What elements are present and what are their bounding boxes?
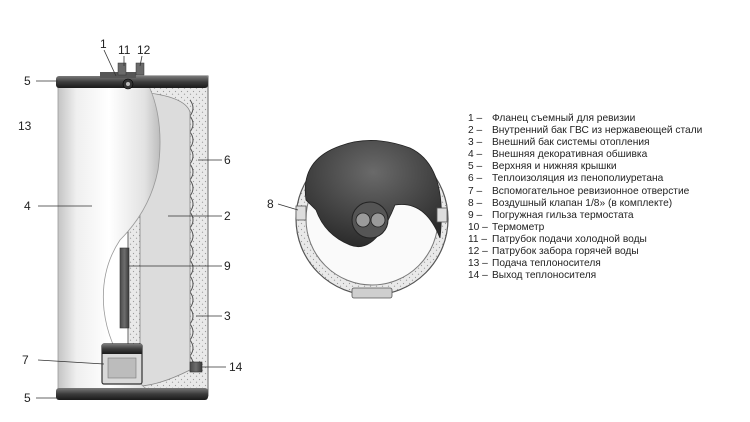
callout-5-bottom: 5 <box>24 391 31 405</box>
legend-item: 2 –Внутренний бак ГВС из нержавеющей ста… <box>468 125 703 137</box>
top-view <box>295 140 449 299</box>
cold-water-pipe <box>117 62 127 76</box>
callout-4: 4 <box>24 199 31 213</box>
callout-1: 1 <box>100 37 107 51</box>
legend-item: 14 –Выход теплоносителя <box>468 270 597 282</box>
callout-8: 8 <box>267 197 274 211</box>
callout-14: 14 <box>229 360 243 374</box>
legend-item: 1 –Фланец съемный для ревизии <box>468 113 636 124</box>
air-valve <box>295 205 307 221</box>
legend-item: 8 –Воздушный клапан 1/8» (в комплекте) <box>468 197 673 209</box>
legend-item: 12 –Патрубок забора горячей воды <box>468 246 639 258</box>
callout-11: 11 <box>118 43 131 57</box>
callout-13: 13 <box>18 119 32 133</box>
callout-labels: 1 11 12 5 13 4 6 2 9 3 7 14 5 8 <box>18 37 274 405</box>
legend-item: 7 –Вспомогательное ревизионное отверстие <box>468 185 690 197</box>
legend-item: 13 –Подача теплоносителя <box>468 258 601 270</box>
top-view-fitting-right <box>370 212 386 228</box>
legend-item: 6 –Теплоизоляция из пенополиуретана <box>468 173 664 185</box>
leader-lines <box>36 49 299 399</box>
top-view-cutaway <box>304 140 442 247</box>
outer-tank-wall <box>189 99 194 373</box>
legend-item: 5 –Верхняя и нижняя крышки <box>468 161 617 173</box>
legend-item: 10 –Термометр <box>468 221 545 233</box>
callout-2: 2 <box>224 209 231 223</box>
legend-item: 3 –Внешний бак системы отопления <box>468 137 650 149</box>
callout-6: 6 <box>224 153 231 167</box>
top-view-bottom-hatch <box>351 287 393 299</box>
parts-legend: 1 –Фланец съемный для ревизии 2 –Внутрен… <box>468 113 748 282</box>
callout-3: 3 <box>224 309 231 323</box>
callout-9: 9 <box>224 259 231 273</box>
legend-item: 4 –Внешняя декоративная обшивка <box>468 149 648 161</box>
thermostat-well <box>119 247 130 329</box>
legend-item: 9 –Погружная гильза термостата <box>468 209 634 221</box>
legend-item: 11 –Патрубок подачи холодной воды <box>468 233 647 245</box>
side-view <box>56 62 209 400</box>
callout-7: 7 <box>22 353 29 367</box>
heating-outlet-pipe <box>189 361 203 373</box>
hot-water-pipe <box>135 62 145 76</box>
callout-5-top: 5 <box>24 74 31 88</box>
callout-12: 12 <box>137 43 151 57</box>
bottom-cap <box>56 388 208 400</box>
top-view-fitting-left <box>355 212 371 228</box>
